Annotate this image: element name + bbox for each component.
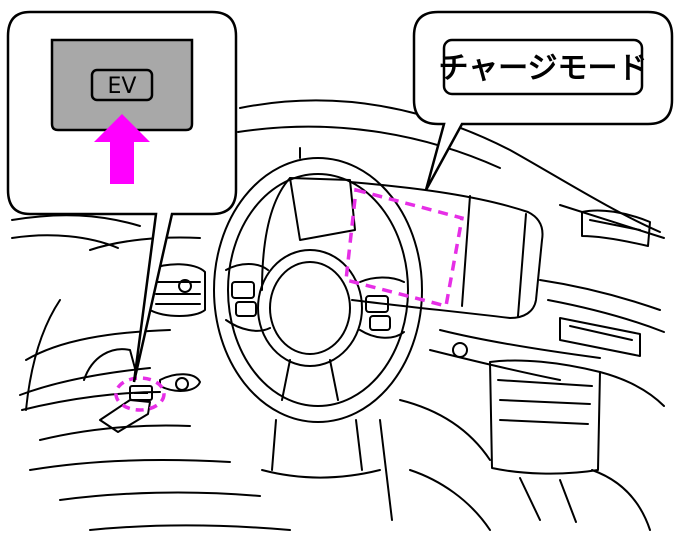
display-highlight xyxy=(344,187,465,309)
charge-mode-label-frame xyxy=(442,38,644,96)
charge-mode-callout-box xyxy=(412,10,674,191)
ev-button-face xyxy=(50,38,194,132)
dashboard-line-art xyxy=(11,99,665,531)
ev-switch xyxy=(129,385,153,401)
ev-label-frame xyxy=(90,68,154,102)
arrow-up-icon xyxy=(94,114,150,184)
charge-mode-label: チャージモード xyxy=(438,51,647,86)
ev-switch-highlight xyxy=(114,376,166,412)
ev-label: EV xyxy=(108,74,137,99)
